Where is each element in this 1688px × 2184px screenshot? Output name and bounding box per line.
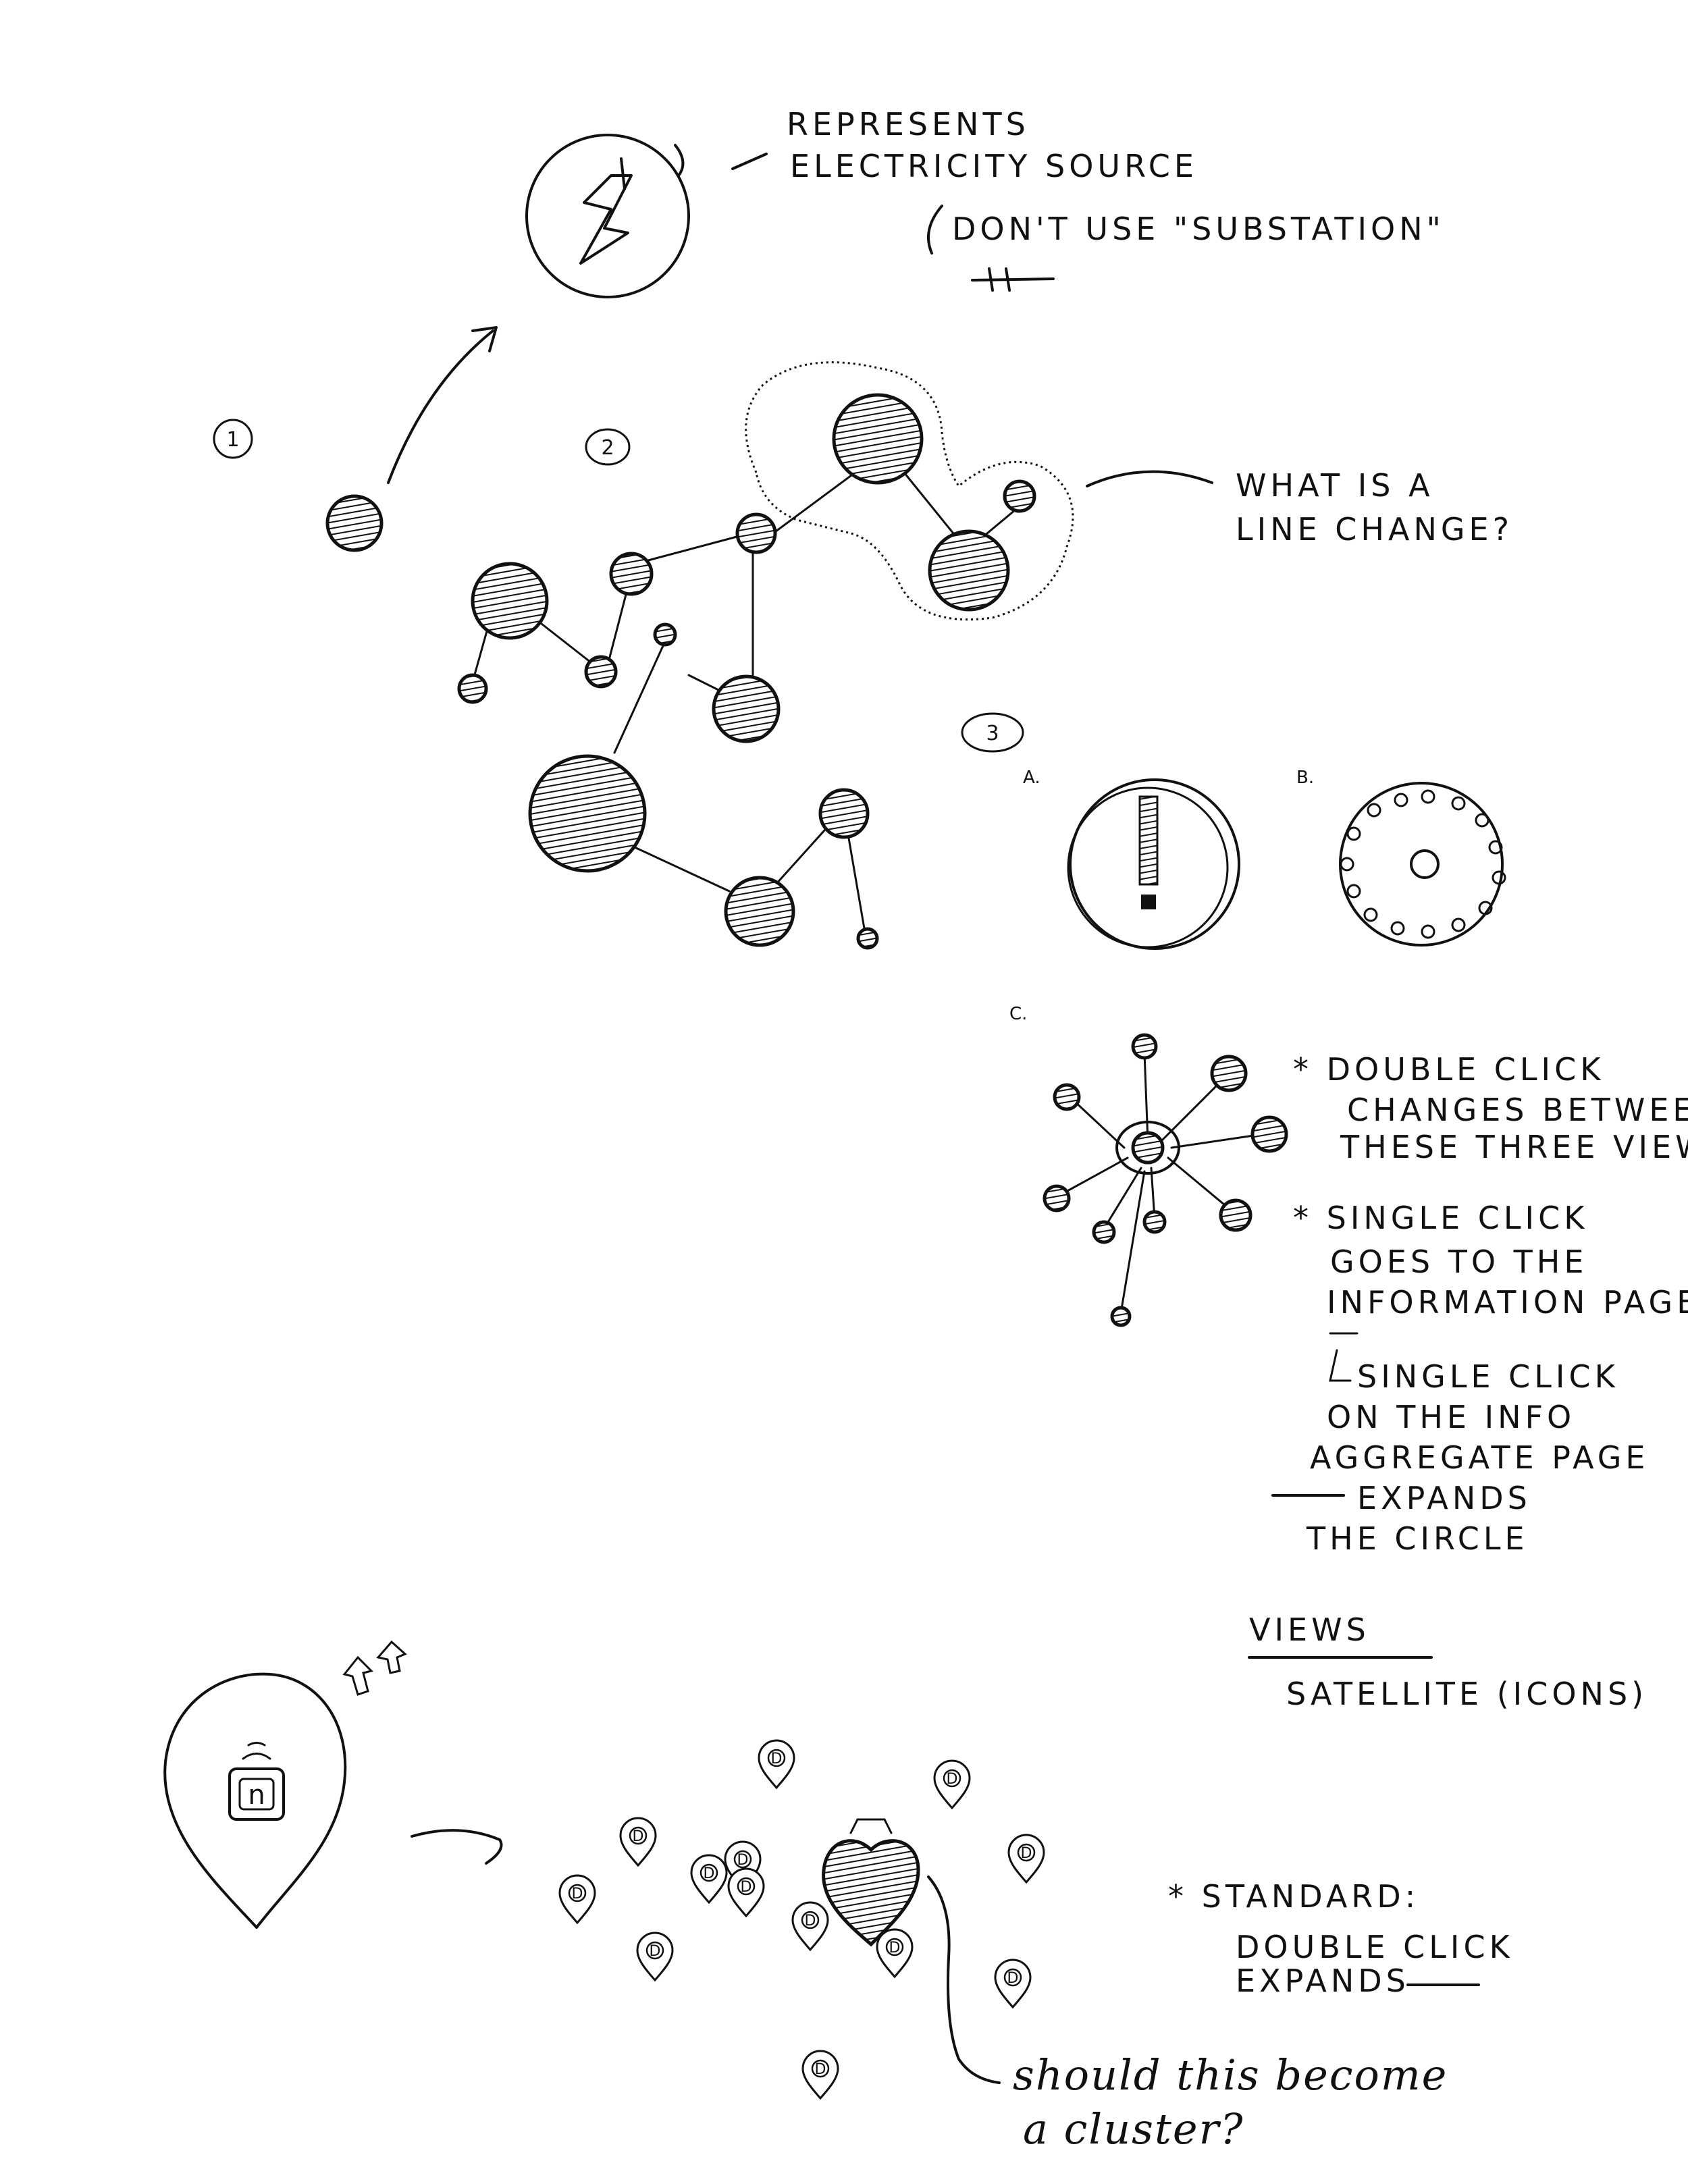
location-pin-marker: D [933,1759,971,1809]
callout-line-source [731,153,768,170]
info-click-line4: EXPANDS [1357,1480,1531,1516]
view-a-alert-symbol [1067,778,1240,950]
step-2-label: 2 [601,436,614,460]
step-1-circle [213,419,253,459]
svg-text:D: D [650,1943,661,1960]
standard-line2: DOUBLE CLICK [1236,1929,1514,1965]
views-item: SATELLITE (ICONS) [1286,1676,1647,1712]
location-pin-marker: D [801,2050,839,2100]
info-click-line3: AGGREGATE PAGE [1310,1439,1649,1476]
single-click-line1: * SINGLE CLICK [1293,1200,1588,1236]
standard-line1: * STANDARD: [1168,1878,1419,1915]
svg-text:D: D [805,1913,816,1929]
views-heading: VIEWS [1249,1612,1370,1648]
dont-use-note: DON'T USE "SUBSTATION" [952,211,1445,247]
ring-dots [1340,789,1506,939]
single-click-line3: INFORMATION PAGE [1327,1284,1688,1321]
location-pin-marker: D [619,1817,657,1867]
cluster-outline [745,361,1074,621]
double-click-line2: CHANGES BETWEEN [1347,1092,1688,1128]
step-2-circle [585,428,631,466]
pin-cluster: D D D D D D D D D D D D D [558,1739,1045,2100]
network-nodes [457,393,1036,950]
info-click-line1: SINGLE CLICK [1357,1358,1619,1395]
svg-text:D: D [771,1751,783,1767]
callout-line-cluster [1086,470,1213,487]
view-c-label: C. [1009,1004,1027,1024]
large-location-pin: n [163,1672,347,1929]
location-pin-marker: D [727,1867,765,1917]
question-line1: should this become [1013,2050,1448,2100]
standard-line3: EXPANDS [1236,1963,1410,1999]
pin-letter: n [248,1780,265,1811]
svg-text:D: D [1021,1845,1032,1862]
location-pin-marker: D [758,1739,795,1789]
info-click-line2: ON THE INFO [1327,1399,1575,1435]
view-b-label: B. [1296,768,1314,788]
location-pin-marker: D [690,1854,728,1904]
step-1-label: 1 [226,428,239,452]
location-pin-marker: D [558,1874,596,1924]
what-is-line2: LINE CHANGE? [1236,511,1513,548]
svg-text:D: D [947,1771,958,1788]
clustered-pin [822,1839,920,1947]
single-click-line2: GOES TO THE [1330,1244,1587,1280]
double-click-line1: * DOUBLE CLICK [1293,1051,1604,1088]
info-click-line5: THE CIRCLE [1306,1520,1529,1557]
exclamation-icon [1138,795,1159,909]
svg-text:D: D [889,1940,901,1956]
represents-line1: REPRESENTS [787,106,1030,142]
strikeout-mark [971,267,1055,292]
callout-line-cluster-question [927,1875,1001,2084]
question-line2: a cluster? [1023,2104,1244,2154]
arrow-head [471,326,498,352]
svg-text:D: D [1007,1970,1019,1987]
lightning-bolt-icon [579,157,633,265]
arrow-to-source [387,329,494,484]
svg-text:D: D [633,1828,644,1845]
svg-text:D: D [704,1865,715,1882]
step-3-label: 3 [986,722,999,745]
location-pin-marker: D [876,1928,914,1978]
svg-text:D: D [741,1879,752,1896]
double-click-line3: THESE THREE VIEWS [1340,1129,1688,1165]
view-b-ring-symbol [1339,782,1506,947]
location-pin-marker: D [1007,1834,1045,1884]
location-pin-marker: D [994,1959,1032,2008]
what-is-line1: WHAT IS A [1236,467,1434,504]
location-pin-marker: D [791,1901,829,1951]
svg-text:D: D [572,1886,583,1902]
expand-arrow [411,1829,503,1865]
sub-bullet-mark [1329,1349,1352,1382]
svg-text:D: D [815,2061,826,2078]
view-a-label: A. [1023,768,1040,788]
location-pin-marker: D [636,1932,674,1981]
cursor-arrows-icon [342,1640,407,1696]
electricity-source-symbol [525,134,690,298]
represents-line2: ELECTRICITY SOURCE [790,148,1198,184]
location-pin-marker: D [724,1840,762,1890]
single-node [325,494,384,552]
view-c-satellite-symbol [1043,1033,1288,1327]
note-bracket [927,205,943,255]
step-3-circle [961,712,1024,753]
svg-text:D: D [737,1852,749,1869]
